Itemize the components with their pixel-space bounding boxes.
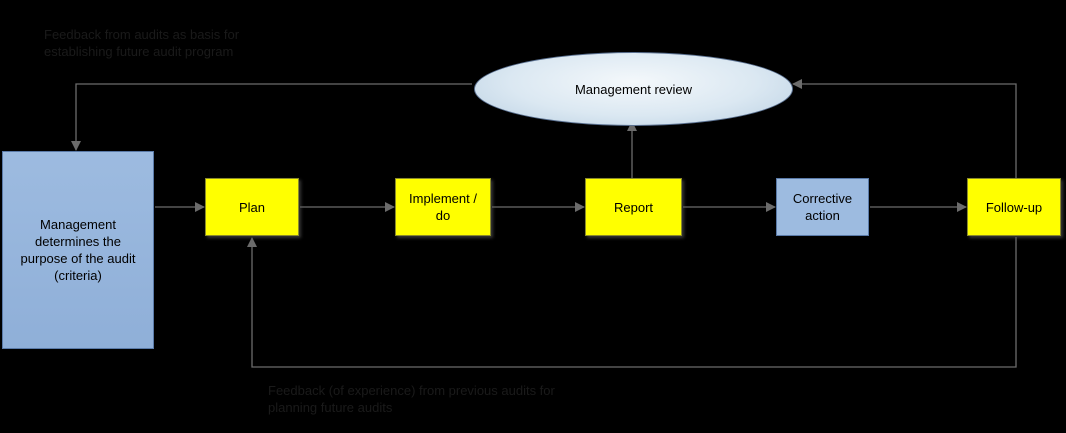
plan-node: Plan — [205, 178, 299, 236]
management-review-node: Management review — [474, 52, 793, 126]
feedback-note-bottom-line-2: planning future audits — [268, 400, 393, 415]
plan-label: Plan — [238, 199, 266, 215]
report-node: Report — [585, 178, 682, 236]
management-line-1: Management — [40, 217, 116, 232]
management-node: Management determines the purpose of the… — [2, 151, 154, 349]
follow-up-node: Follow-up — [967, 178, 1061, 236]
management-line-4: (criteria) — [54, 268, 102, 283]
arrow-followup-to-review — [792, 79, 1017, 178]
management-line-3: purpose of the audit — [20, 251, 136, 266]
feedback-note-bottom-line-1: Feedback (of experience) from previous a… — [268, 383, 555, 398]
management-line-2: determines the — [35, 234, 121, 249]
management-review-label: Management review — [574, 81, 693, 97]
feedback-note-top-line-2: establishing future audit program — [44, 44, 234, 59]
corrective-action-node: Corrective action — [776, 178, 869, 236]
corrective-line-2: action — [805, 208, 840, 223]
report-label: Report — [613, 199, 654, 215]
feedback-note-top: Feedback from audits as basis for establ… — [44, 26, 239, 60]
implement-node: Implement / do — [395, 178, 491, 236]
feedback-note-top-line-1: Feedback from audits as basis for — [44, 27, 240, 42]
implement-line-1: Implement / — [409, 191, 477, 206]
corrective-line-1: Corrective — [792, 191, 853, 206]
arrow-review-to-management — [71, 83, 472, 151]
feedback-note-bottom: Feedback (of experience) from previous a… — [268, 382, 555, 416]
arrow-followup-to-plan — [247, 237, 1017, 368]
follow-up-label: Follow-up — [985, 199, 1043, 215]
implement-line-2: do — [435, 208, 451, 223]
